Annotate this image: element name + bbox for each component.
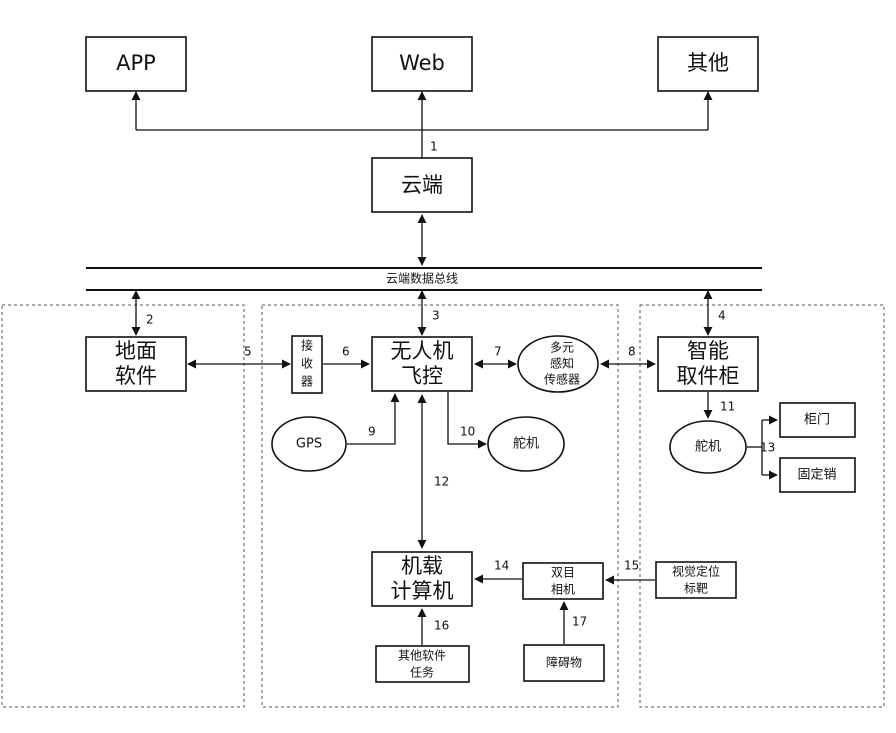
label-6: 6 xyxy=(342,345,350,359)
web-label: Web xyxy=(399,51,445,75)
obstacle-label: 障碍物 xyxy=(546,655,582,670)
label-4: 4 xyxy=(718,309,726,323)
label-10: 10 xyxy=(460,425,475,439)
label-14: 14 xyxy=(494,559,509,573)
cloud-label: 云端 xyxy=(401,173,443,197)
sensor-line-1: 多元 xyxy=(550,341,574,355)
sensor-line-3: 传感器 xyxy=(544,372,580,387)
ground-line-1: 地面 xyxy=(115,339,157,363)
stereo-line-1: 双目 xyxy=(551,566,575,580)
label-15: 15 xyxy=(624,559,639,573)
marker-line-1: 视觉定位 xyxy=(672,564,720,579)
software-line-1: 其他软件 xyxy=(398,649,446,663)
label-16: 16 xyxy=(434,619,449,633)
ground-line-2: 软件 xyxy=(115,364,157,388)
receiver-line-3: 器 xyxy=(301,375,313,389)
app-label: APP xyxy=(116,51,156,75)
cabinet-line-2: 取件柜 xyxy=(677,364,740,388)
computer-line-1: 机载 xyxy=(401,554,443,578)
sensor-line-2: 感知 xyxy=(550,356,574,371)
label-2: 2 xyxy=(146,313,154,327)
computer-line-2: 计算机 xyxy=(391,579,454,603)
flight-line-2: 飞控 xyxy=(401,364,443,388)
label-13: 13 xyxy=(760,441,775,455)
flight-servo-label: 舵机 xyxy=(513,437,539,452)
gps-label: GPS xyxy=(296,437,322,452)
label-5: 5 xyxy=(244,345,252,359)
label-17: 17 xyxy=(572,615,587,629)
receiver-line-1: 接 xyxy=(301,338,313,353)
label-7: 7 xyxy=(494,345,502,359)
software-line-2: 任务 xyxy=(410,665,434,680)
cabinet-line-1: 智能 xyxy=(687,339,729,363)
stereo-line-2: 相机 xyxy=(551,583,575,597)
label-11: 11 xyxy=(720,400,735,414)
door-label: 柜门 xyxy=(804,413,830,428)
cabinet-servo-label: 舵机 xyxy=(695,440,721,455)
label-3: 3 xyxy=(432,309,440,323)
lock-label: 固定销 xyxy=(797,468,836,483)
receiver-line-2: 收 xyxy=(301,357,313,371)
label-9: 9 xyxy=(368,425,376,439)
label-8: 8 xyxy=(628,345,636,359)
flight-line-1: 无人机 xyxy=(391,339,454,363)
label-12: 12 xyxy=(434,475,449,489)
bus-label: 云端数据总线 xyxy=(386,271,458,286)
marker-line-2: 标靶 xyxy=(684,582,708,596)
other-label: 其他 xyxy=(687,51,729,75)
label-1: 1 xyxy=(430,140,438,154)
